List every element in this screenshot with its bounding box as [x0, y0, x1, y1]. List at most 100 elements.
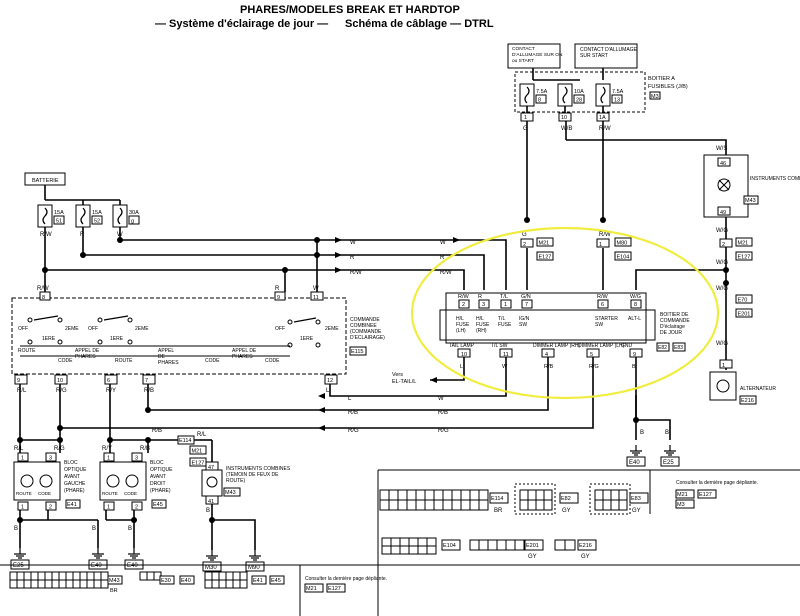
- wire: [635, 269, 726, 290]
- arrow-right: [335, 267, 342, 273]
- connector-e114: [415, 499, 426, 511]
- wire-color: R/G: [54, 446, 65, 452]
- contact-start-box: [574, 43, 638, 69]
- bulb: [20, 474, 34, 488]
- connector-e104: [390, 537, 401, 547]
- wire: [460, 254, 485, 290]
- connector-tag: [735, 251, 753, 261]
- wire-color: W: [350, 240, 356, 246]
- pin-number: 1: [524, 115, 527, 121]
- contact-label: D'ALLUMAGE SUR ON: [512, 52, 563, 58]
- connector-e114: [469, 489, 480, 501]
- bulb: [39, 474, 53, 488]
- pin-name: FUSE: [476, 322, 490, 328]
- fuse-element: [117, 207, 123, 225]
- connector-code: E40: [181, 578, 191, 584]
- pin-box: [45, 501, 57, 511]
- switch-label: COMBINEE: [350, 323, 377, 329]
- pin-number: 1: [504, 302, 507, 308]
- fuse-num-box: [573, 94, 585, 104]
- connector-e104: [408, 537, 419, 547]
- pin-number: 10: [561, 115, 567, 121]
- switch-contact: [97, 339, 103, 345]
- arrow-left: [318, 425, 325, 431]
- connector-code-box: [697, 489, 717, 499]
- connector-code: M80: [617, 241, 628, 247]
- wire-color: B: [128, 526, 132, 532]
- switch-contact: [27, 339, 33, 345]
- connector-m43: [9, 571, 18, 581]
- pin-name: TAIL LAMP: [449, 343, 475, 349]
- pin-wire: R/W: [458, 294, 470, 300]
- wire-color: R: [275, 286, 280, 292]
- connector-e104: [426, 537, 437, 547]
- pin-box: [719, 238, 733, 248]
- connector-e114: [442, 499, 453, 511]
- pin-box: [717, 206, 731, 216]
- pin-number: 7: [525, 302, 528, 308]
- connector-m3: [146, 571, 155, 581]
- pin-number: 12: [327, 378, 333, 384]
- dtrl-label: DE JOUR: [660, 330, 682, 336]
- wire-color: W/G: [716, 260, 728, 266]
- arrow-right: [453, 237, 460, 243]
- wire-color: R/B: [438, 410, 448, 416]
- connector-code-box: [159, 575, 175, 585]
- splice-dot: [145, 407, 151, 413]
- pin-number: 1: [107, 505, 110, 511]
- pin-wire: R/W: [597, 294, 609, 300]
- switch-position: OFF: [88, 326, 98, 332]
- connector-code-box: [179, 575, 195, 585]
- fuse-number: 13: [614, 98, 620, 104]
- contact-label: SUR START: [580, 53, 608, 59]
- footer-note: Consulter la dernière page dépliante.: [676, 480, 758, 486]
- switch-position: CODE: [265, 358, 280, 364]
- wire: [329, 384, 430, 397]
- ground-code: E25: [13, 563, 24, 569]
- pin-number: 2: [722, 242, 725, 248]
- fuse-element: [600, 86, 606, 104]
- switch-blade: [293, 317, 317, 323]
- wire: [566, 139, 727, 155]
- wire: [430, 375, 507, 397]
- connector-code: E30: [161, 578, 171, 584]
- pin-name: (LH): [456, 328, 466, 334]
- pin-number: 41: [208, 499, 214, 505]
- connector-code: M21: [677, 492, 688, 498]
- switch-position: OFF: [18, 326, 28, 332]
- vers-label: EL-TAIL/L: [392, 379, 416, 385]
- connector-e82: [527, 499, 537, 511]
- connector-color: BR: [110, 588, 118, 594]
- lamp-label: CODE: [124, 491, 137, 496]
- pin-box: [717, 157, 731, 167]
- pin-box: [103, 501, 115, 511]
- connector-e114: [460, 499, 471, 511]
- instrument-label: INSTRUMENTS COMBINES (CHARGE): [750, 176, 800, 182]
- wire-color: G: [522, 232, 527, 238]
- pin-number: 9: [633, 352, 636, 358]
- pin-number: 8: [634, 302, 637, 308]
- pin-box: [630, 299, 642, 309]
- wire: [430, 375, 594, 429]
- connector-tag: [614, 237, 632, 247]
- wire-color: R/B: [152, 428, 162, 434]
- connector-m43: [23, 571, 32, 581]
- fuse-rating: 15A: [54, 210, 64, 216]
- connector-code: E41: [67, 502, 77, 508]
- wire-color: B: [206, 508, 210, 514]
- splice-dot: [209, 517, 215, 523]
- connector-code-box: [223, 487, 241, 497]
- connector-code: E114: [179, 438, 191, 444]
- dtrl-label: COMMANDE: [660, 318, 690, 324]
- arrow-left: [430, 377, 437, 383]
- connector-e41: [204, 571, 213, 581]
- splice-dot: [131, 517, 137, 523]
- bulb: [106, 474, 120, 488]
- connector-e83: [602, 489, 612, 501]
- connector-e83: [610, 489, 620, 501]
- connector-code: E82: [561, 496, 571, 502]
- connector-m43: [79, 579, 88, 589]
- pin-wire: R: [478, 294, 482, 300]
- connector-e201: [505, 539, 516, 551]
- wire: [635, 395, 671, 440]
